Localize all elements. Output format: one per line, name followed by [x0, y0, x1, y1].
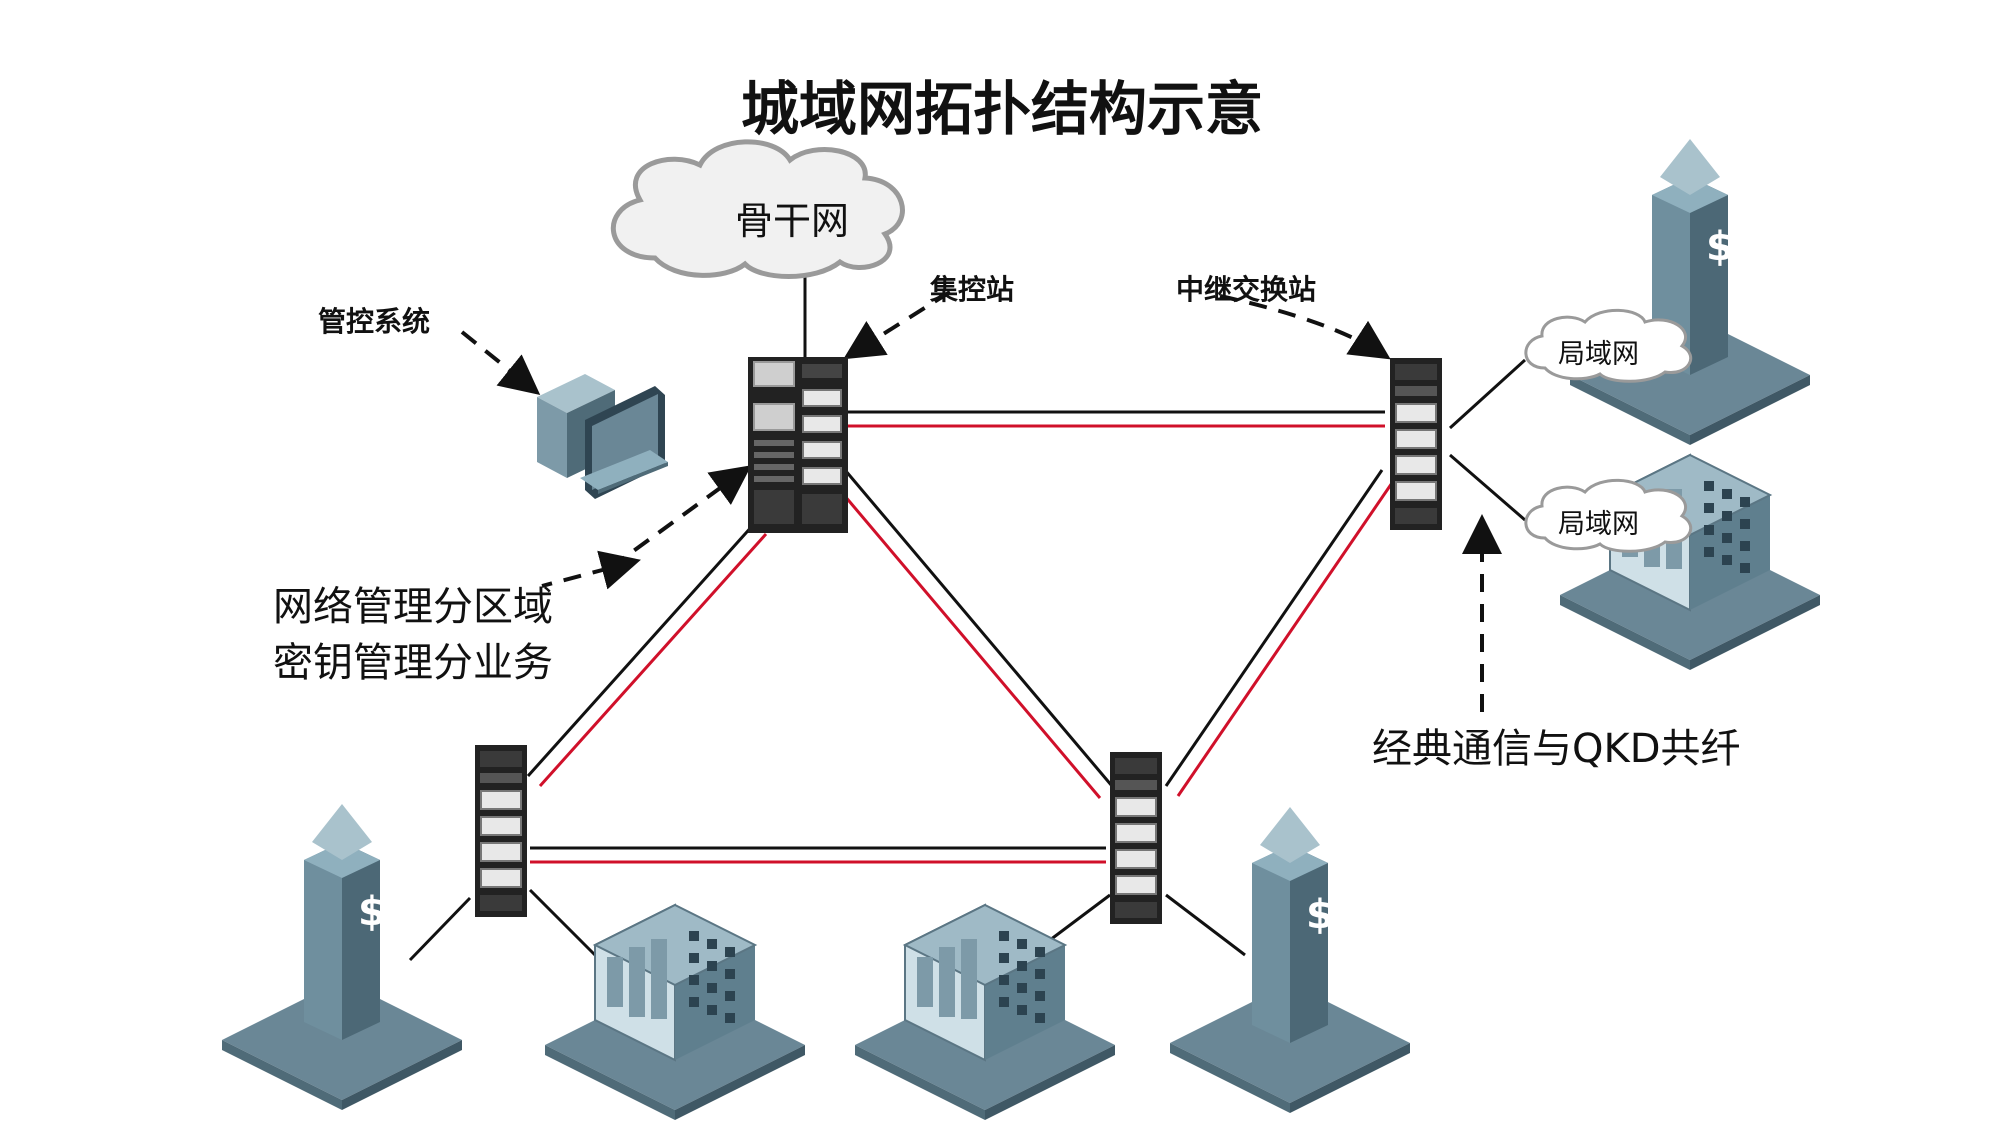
central-station-label: 集控站 — [930, 273, 1015, 306]
cloud-icon — [610, 139, 905, 279]
lan-label-2: 局域网 — [1558, 509, 1639, 540]
server-rack-icon — [1389, 357, 1443, 531]
dashed-arrows — [460, 290, 1502, 712]
server-rack-icon — [474, 744, 528, 918]
bank-tower-icon — [222, 804, 462, 1110]
zones-label-line2: 密钥管理分业务 — [273, 640, 553, 686]
bank-tower-icon — [1570, 139, 1810, 445]
relay-station-label: 中继交换站 — [1176, 273, 1317, 306]
server-rack-icon — [748, 357, 848, 533]
link-central-left — [526, 522, 768, 788]
link-relay-right — [1164, 469, 1396, 797]
computer-icon — [537, 374, 668, 499]
link-left-right — [530, 846, 1106, 864]
link-central-relay — [845, 410, 1385, 428]
backbone-label: 骨干网 — [735, 199, 850, 243]
diagram-title: 城域网拓扑结构示意 — [740, 75, 1263, 143]
bank-tower-icon — [1170, 807, 1410, 1113]
link-central-right — [831, 469, 1114, 799]
cloud-icon — [1524, 478, 1693, 553]
server-rack-icon — [1109, 751, 1163, 925]
cloud-icon — [1524, 308, 1693, 383]
zones-label-line1: 网络管理分区域 — [273, 584, 553, 630]
lan-label-1: 局域网 — [1558, 339, 1639, 370]
management-system-label: 管控系统 — [318, 305, 431, 338]
office-building-icon — [544, 904, 806, 1121]
office-building-icon — [854, 904, 1116, 1121]
cofiber-label: 经典通信与QKD共纤 — [1372, 726, 1741, 772]
